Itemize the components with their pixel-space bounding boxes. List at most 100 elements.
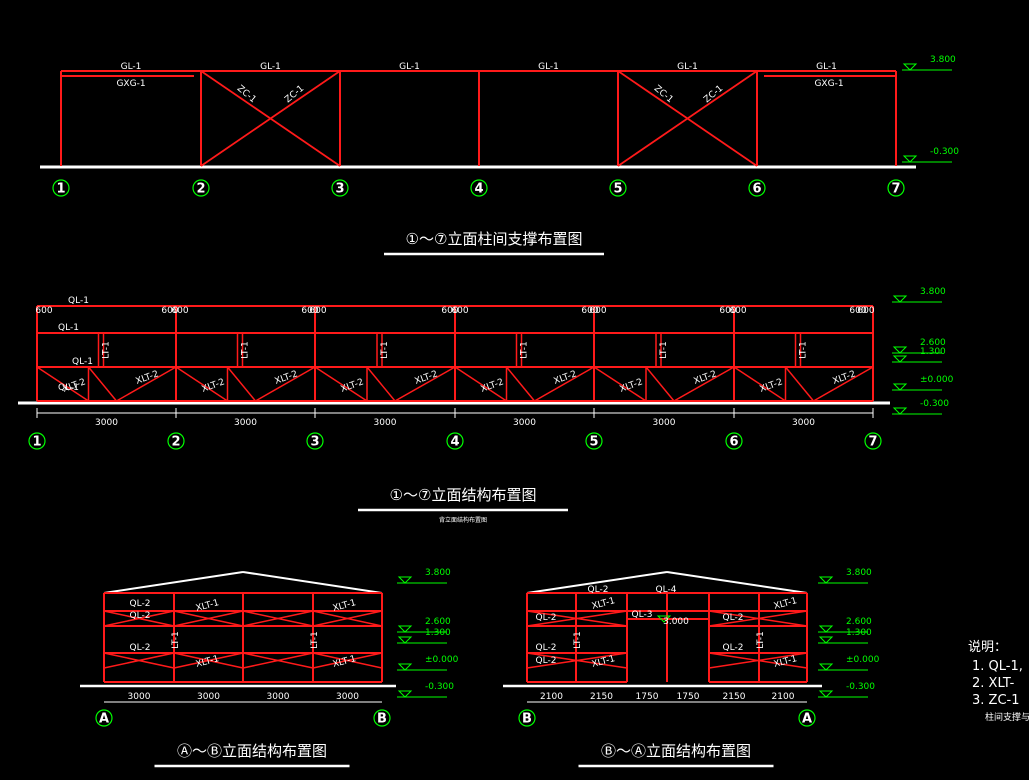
dimension-value: 2100	[772, 692, 795, 702]
opening-dimension: 600	[441, 306, 458, 316]
xlt-label: XLT-2	[693, 369, 719, 386]
truss-web	[87, 366, 118, 402]
level-mark: -0.300	[902, 147, 959, 163]
opening-dimension: 600	[857, 306, 874, 316]
ql-label: QL-2	[588, 585, 609, 595]
level-triangle	[656, 615, 672, 623]
opening-dimension: 600	[161, 306, 178, 316]
truss-web	[784, 366, 815, 402]
axis-label: 4	[474, 182, 483, 197]
level-value: 2.600	[920, 338, 946, 348]
level-mark: 2.600	[818, 617, 872, 633]
cross-brace	[200, 70, 341, 167]
dimension-value: 3000	[197, 692, 220, 702]
opening-dimension: 600	[849, 306, 866, 316]
level-mark: ±0.000	[818, 655, 880, 671]
truss-web	[708, 652, 808, 669]
dimension-value: 3000	[653, 418, 676, 428]
truss-web	[173, 652, 244, 669]
truss-web	[312, 652, 383, 669]
dimension-value: 3000	[374, 418, 397, 428]
axis-label: A	[802, 712, 812, 727]
opening-dimension: 600	[719, 306, 736, 316]
truss-web	[526, 652, 628, 669]
notes-heading: 说明：	[968, 640, 1007, 655]
xlt-label: XLT-2	[414, 369, 440, 386]
level-triangle	[397, 636, 413, 644]
level-mark: 1.300	[892, 347, 946, 363]
drawing-subtitle: 背立面结构布置图	[439, 516, 487, 524]
level-value: 3.800	[930, 55, 956, 65]
level-mark: -0.300	[397, 682, 454, 698]
truss-web	[312, 610, 383, 627]
truss-web	[103, 610, 175, 627]
truss-web	[645, 366, 675, 402]
level-triangle	[397, 625, 413, 633]
axis-label: 1	[56, 182, 65, 197]
opening-dimension: 600	[581, 306, 598, 316]
ql-label: QL-1	[68, 296, 89, 306]
opening-dimension: 600	[451, 306, 468, 316]
opening-dimension: 600	[309, 306, 326, 316]
ql-label: QL-2	[536, 643, 557, 653]
gxg-label: GXG-1	[116, 79, 145, 89]
ql-label: QL-1	[58, 383, 79, 393]
truss-web	[36, 366, 89, 402]
axis-label: 5	[589, 435, 598, 450]
axis-label: 2	[196, 182, 205, 197]
axis-bubble	[887, 179, 905, 197]
level-mark: ±0.000	[892, 375, 954, 391]
truss-web	[116, 366, 177, 402]
level-mark: 3.800	[892, 287, 946, 303]
ql3-label: QL-3	[632, 610, 653, 620]
truss-web	[173, 610, 244, 627]
level-value: 1.300	[846, 628, 872, 638]
dimension-value: 3000	[267, 692, 290, 702]
lt-label: LT-1	[659, 341, 669, 358]
ql3-level-value: 3.000	[663, 617, 689, 627]
axis-label: 3	[335, 182, 344, 197]
ql-label: QL-2	[723, 613, 744, 623]
axis-bubble	[28, 432, 46, 450]
axis-bubble	[864, 432, 882, 450]
drawing-title: Ⓑ～Ⓐ立面结构布置图	[601, 742, 751, 760]
axis-bubble	[798, 709, 816, 727]
xlt-label: XLT-1	[591, 596, 616, 612]
truss-web	[454, 366, 507, 402]
level-triangle	[818, 636, 834, 644]
truss-web	[242, 610, 314, 627]
level-triangle	[397, 690, 413, 698]
ql-label: QL-1	[72, 357, 93, 367]
axis-label: 6	[752, 182, 761, 197]
level-mark: 1.300	[397, 628, 451, 644]
level-value: -0.300	[930, 147, 959, 157]
level-mark: 3.800	[397, 568, 451, 584]
cross-brace	[617, 70, 758, 167]
opening-dimension: 600	[729, 306, 746, 316]
ql4-label: QL-4	[656, 585, 677, 595]
roof-slope	[242, 571, 383, 594]
xlt-label: XLT-1	[591, 654, 616, 670]
ql-label: QL-2	[536, 656, 557, 666]
lt-label: LT-1	[520, 341, 530, 358]
ql-label: QL-2	[723, 643, 744, 653]
opening-dimension: 600	[171, 306, 188, 316]
ql-label: QL-1	[58, 323, 79, 333]
truss-web	[394, 366, 456, 402]
lt-label: LT-1	[380, 341, 390, 358]
level-mark: 2.600	[397, 617, 451, 633]
axis-bubble	[373, 709, 391, 727]
dimension-value: 3000	[336, 692, 359, 702]
axis-label: 7	[868, 435, 877, 450]
level-triangle	[818, 663, 834, 671]
axis-bubble	[192, 179, 210, 197]
roof-slope	[666, 571, 808, 594]
level-triangle	[892, 355, 908, 363]
axis-label: 3	[310, 435, 319, 450]
drawing-title: ①～⑦立面柱间支撑布置图	[406, 230, 583, 248]
lt-label: LT-1	[756, 631, 766, 648]
level-value: ±0.000	[425, 655, 459, 665]
beam-label: GL-1	[399, 62, 420, 72]
